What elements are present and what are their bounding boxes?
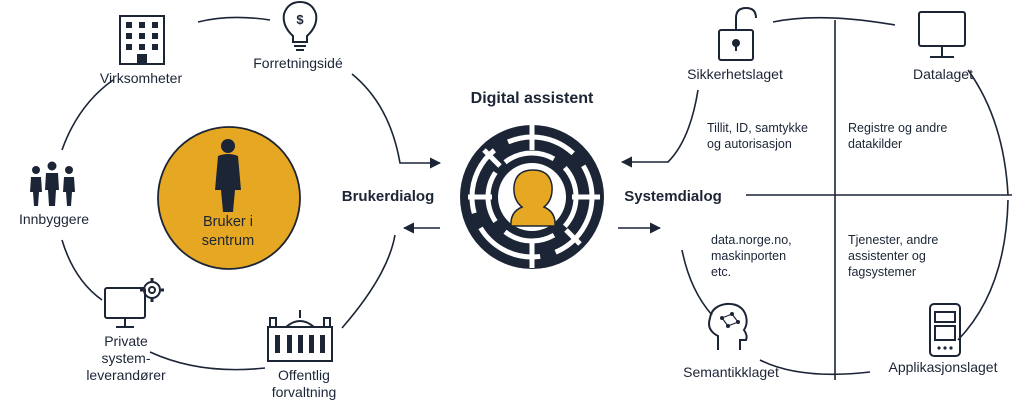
quadrant-top-right-line-2: datakilder [848, 137, 903, 151]
quadrant-top-left-line-2: og autorisasjon [707, 137, 792, 151]
right-cycle [681, 16, 1012, 380]
offentlig-label: Offentlig forvaltning [272, 367, 337, 401]
arrow-to-assistant [351, 73, 442, 169]
quadrant-bottom-right: Tjenester, andre assistenter og fagsyste… [848, 232, 938, 280]
arrow-to-assistant-right [620, 89, 699, 168]
quadrant-bottom-left-line-3: etc. [711, 265, 732, 279]
person-icon [215, 139, 241, 212]
monitor-icon [918, 11, 966, 58]
left-cycle-arcs [61, 16, 396, 371]
quadrant-top-right-line-1: Registre og andre [848, 121, 948, 135]
private-label: Private system- leverandører [86, 333, 165, 384]
offentlig-line-2: forvaltning [271, 384, 337, 400]
quadrant-bottom-right-line-1: Tjenester, andre [848, 233, 939, 247]
quadrant-top-left: Tillit, ID, samtykke og autorisasjon [707, 120, 808, 152]
applikasjon-label: Applikasjonslaget [888, 359, 998, 375]
offentlig-line-1: Offentlig [278, 367, 330, 383]
private-line-3: leverandører [86, 367, 166, 383]
quadrant-bottom-right-line-2: assistenter og [848, 249, 926, 263]
virksomheter-label: Virksomheter [99, 70, 183, 86]
government-building-icon [267, 310, 333, 362]
user-label: Bruker i sentrum [158, 213, 298, 251]
quadrant-bottom-left-line-1: data.norge.no, [711, 233, 792, 247]
private-line-1: Private [104, 333, 148, 349]
head-network-icon [708, 302, 748, 350]
quadrant-top-left-line-1: Tillit, ID, samtykke [707, 121, 808, 135]
quadrant-bottom-left: data.norge.no, maskinporten etc. [711, 232, 792, 280]
office-building-icon [119, 15, 165, 65]
semantikk-label: Semantikklaget [683, 364, 779, 380]
systemdialog-label: Systemdialog [624, 188, 722, 205]
maze-head-icon [460, 125, 604, 269]
svg-text:$: $ [296, 12, 304, 27]
assistant-title: Digital assistent [470, 90, 594, 107]
lightbulb-dollar-icon: $ [282, 0, 318, 51]
monitor-gear-icon [104, 278, 164, 328]
user-label-line-2: sentrum [201, 233, 255, 249]
people-group-icon [30, 161, 75, 206]
user-label-line-1: Bruker i [203, 214, 253, 230]
data-label: Datalaget [913, 66, 973, 82]
quadrant-top-right: Registre og andre datakilder [848, 120, 947, 152]
quadrant-bottom-right-line-3: fagsystemer [848, 265, 917, 279]
brukerdialog-label: Brukerdialog [341, 188, 435, 205]
sikkerhet-label: Sikkerhetslaget [687, 66, 783, 82]
innbyggere-label: Innbyggere [18, 211, 90, 227]
padlock-icon [718, 6, 757, 61]
quadrant-bottom-left-line-2: maskinporten [711, 249, 787, 263]
private-line-2: system- [101, 350, 151, 366]
forretningside-label: Forretningsidé [253, 55, 343, 71]
mobile-phone-icon [929, 303, 961, 357]
